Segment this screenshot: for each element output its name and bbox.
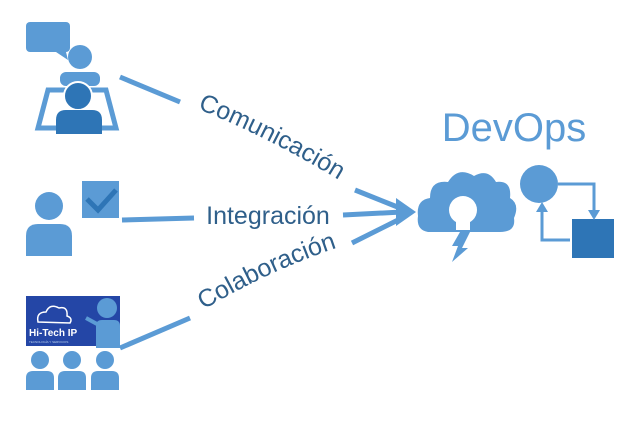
chat-person-icon [26, 22, 120, 134]
logo-text: Hi-Tech IP [29, 328, 77, 339]
presenter-team-icon: Hi-Tech IP TECNOLOGÍA Y SERVICIOS [26, 296, 120, 390]
line-integration-start [121, 215, 195, 223]
label-collaboration: Colaboración [193, 227, 339, 315]
devops-title: DevOps [442, 106, 587, 150]
logo-subtitle: TECNOLOGÍA Y SERVICIOS [29, 340, 68, 344]
line-communication-start [119, 74, 181, 105]
arrowhead [396, 198, 416, 226]
line-communication-end [354, 187, 401, 211]
idea-cloud-icon [417, 172, 517, 262]
connector-lines [119, 74, 404, 351]
person-check-icon [26, 181, 119, 256]
line-collaboration-end [350, 215, 404, 246]
label-communication: Comunicación [195, 88, 350, 185]
line-integration-end [342, 209, 403, 218]
line-collaboration-start [119, 315, 191, 351]
cycle-process-icon [520, 165, 614, 258]
label-integration: Integración [206, 202, 330, 230]
